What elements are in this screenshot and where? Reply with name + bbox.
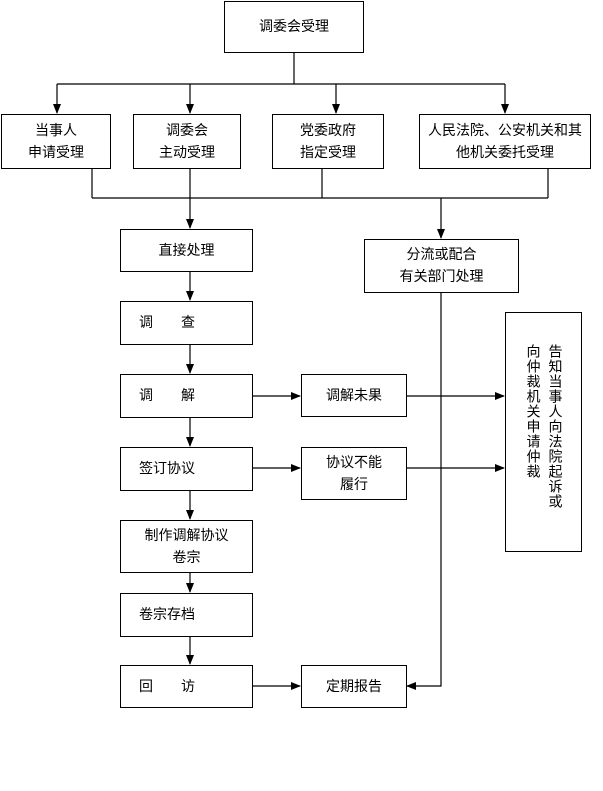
node-committee: 调委会 主动受理 bbox=[133, 114, 241, 169]
node-mediate: 调 解 bbox=[120, 374, 253, 418]
node-notify: 告知当事人向法院起诉或向仲裁机关申请仲裁 bbox=[505, 312, 582, 552]
node-visit: 回 访 bbox=[120, 665, 253, 708]
node-party: 当事人 申请受理 bbox=[1, 114, 111, 169]
node-investigate: 调 查 bbox=[120, 301, 253, 345]
node-direct: 直接处理 bbox=[120, 229, 253, 272]
node-court: 人民法院、公安机关和其 他机关委托受理 bbox=[419, 114, 591, 169]
node-archive: 卷宗存档 bbox=[120, 593, 253, 637]
node-notify-text: 告知当事人向法院起诉或向仲裁机关申请仲裁 bbox=[524, 344, 563, 509]
edge-divert-report bbox=[406, 293, 442, 690]
node-accept: 调委会受理 bbox=[224, 1, 364, 53]
node-divert: 分流或配合 有关部门处理 bbox=[364, 239, 519, 293]
node-mediate-fail: 调解未果 bbox=[301, 374, 407, 417]
node-report: 定期报告 bbox=[301, 665, 407, 708]
node-dossier: 制作调解协议 卷宗 bbox=[120, 520, 253, 573]
node-not-perform: 协议不能 履行 bbox=[301, 447, 407, 500]
node-sign: 签订协议 bbox=[120, 447, 253, 491]
node-party-gov: 党委政府 指定受理 bbox=[272, 114, 384, 169]
